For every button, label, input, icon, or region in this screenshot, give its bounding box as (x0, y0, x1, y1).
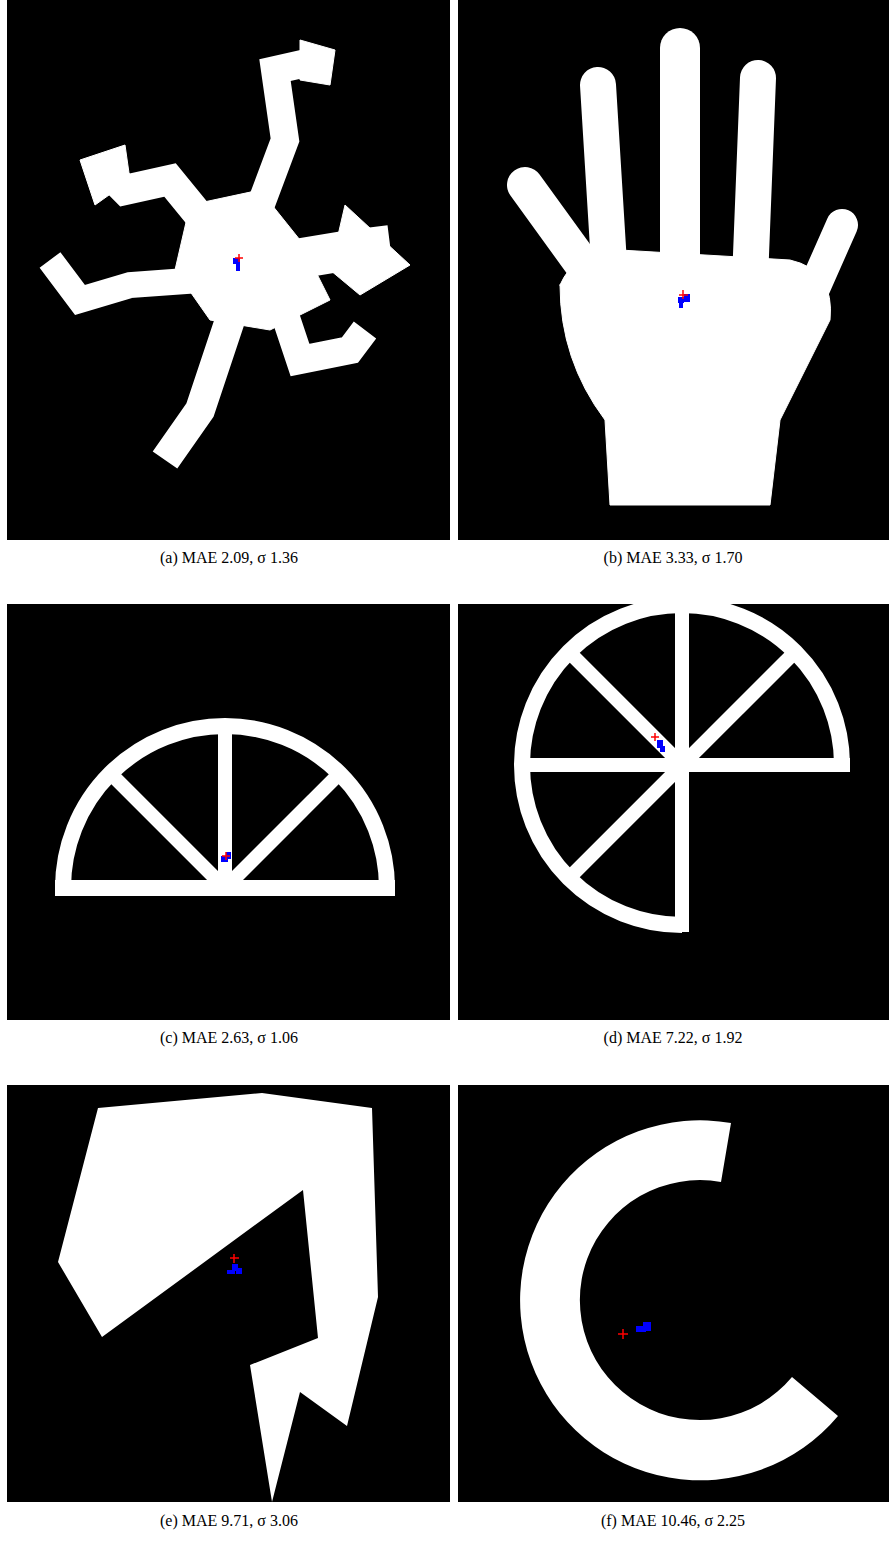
panel-ground (7, 0, 450, 540)
half-wheel-shape (55, 720, 395, 888)
chevron-shape (58, 1093, 378, 1502)
panel-ground (7, 604, 450, 1020)
panel-ground (458, 0, 889, 540)
subfigure-caption: (a) MAE 2.09, σ 1.36 (160, 549, 298, 567)
center-marker (227, 1254, 242, 1274)
center-marker (618, 1322, 651, 1339)
irregular-shape (50, 40, 410, 460)
hand-shape (525, 48, 842, 505)
c-shape (520, 1120, 838, 1480)
panel-ground (7, 1085, 450, 1502)
wheel-shape (518, 605, 850, 932)
center-marker (221, 852, 231, 862)
subfigure-caption: (f) MAE 10.46, σ 2.25 (601, 1512, 745, 1530)
subfigure-caption: (e) MAE 9.71, σ 3.06 (160, 1512, 298, 1530)
panel-ground (458, 604, 889, 1020)
center-marker (678, 290, 690, 308)
center-marker (651, 733, 665, 752)
subfigure-caption: (b) MAE 3.33, σ 1.70 (604, 549, 743, 567)
subfigure-caption: (c) MAE 2.63, σ 1.06 (160, 1029, 298, 1047)
center-marker (233, 254, 243, 271)
panel-ground (458, 1085, 889, 1502)
subfigure-caption: (d) MAE 7.22, σ 1.92 (604, 1029, 743, 1047)
